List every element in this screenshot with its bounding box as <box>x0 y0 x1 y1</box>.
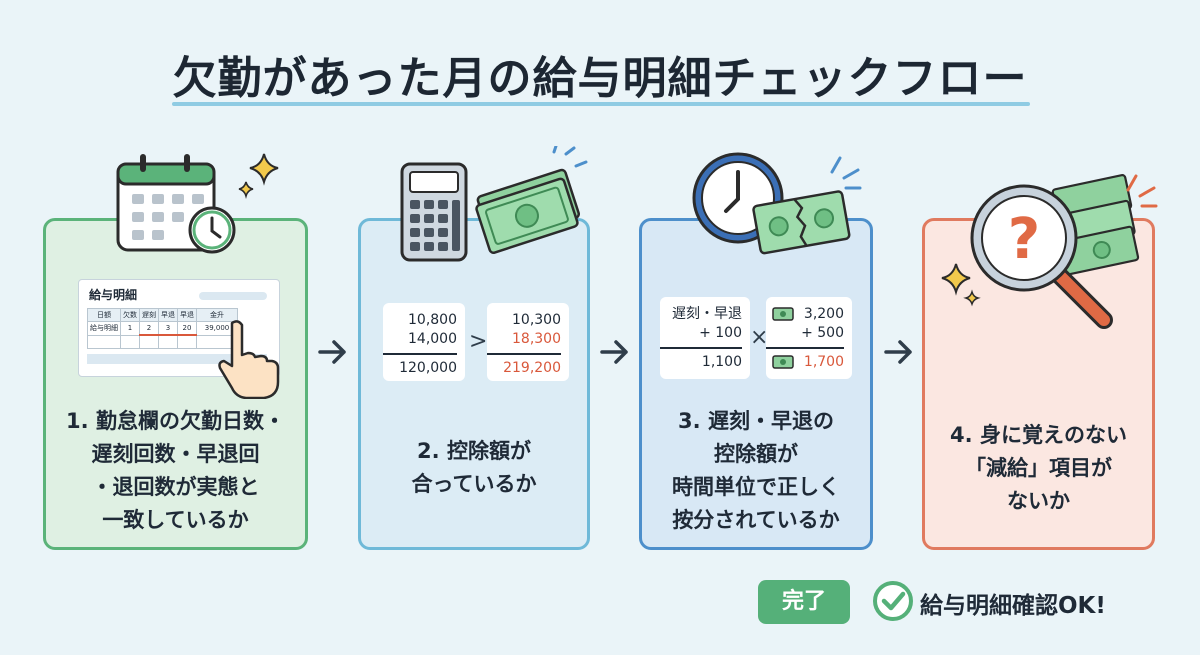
calendar-clock-icon <box>116 154 236 254</box>
cash-icon <box>772 307 794 321</box>
cash-icon <box>772 355 794 369</box>
done-badge: 完了 <box>758 580 850 624</box>
step-2-card: 10,800 14,000 120,000 > 10,300 18,300 21… <box>358 218 590 550</box>
step-2-line: 合っているか <box>411 472 537 496</box>
value-total: 219,200 <box>487 353 561 378</box>
step-1-line: 一致しているか <box>102 508 249 532</box>
arrow-right-icon <box>318 340 346 364</box>
page-title: 欠勤があった月の給与明細チェックフロー <box>172 53 1028 104</box>
step-3-line: 按分されているか <box>672 508 840 532</box>
value: 10,800 <box>408 312 457 328</box>
value: 14,000 <box>408 331 457 347</box>
sparkle-icon <box>941 263 981 307</box>
payslip-header: 欠数 <box>120 308 140 322</box>
step-1-line: 遅刻回数・早退回 <box>91 442 260 466</box>
payslip-cell <box>177 334 197 349</box>
arrow-right-icon <box>884 340 912 364</box>
payslip-cell: 3 <box>158 321 178 336</box>
payslip-header: 早退 <box>177 308 197 322</box>
step-1-label: 1. 勤怠欄の欠勤日数・ 遅刻回数・早退回 ・退回数が実態と 一致しているか <box>46 405 305 537</box>
calculator-icon <box>400 162 468 262</box>
step-1-line: ・退回数が実態と <box>91 475 260 499</box>
step-4-line: 4. 身に覚えのない <box>950 423 1127 447</box>
value: 遅刻・早退 <box>672 306 742 322</box>
magnifier-question-icon: ? <box>970 184 1113 329</box>
step-1-line: 1. 勤怠欄の欠勤日数・ <box>66 409 285 433</box>
step-2-label: 2. 控除額が 合っているか <box>361 435 587 501</box>
value-total: 1,700 <box>766 347 844 372</box>
step-3-line: 3. 遅刻・早退の <box>678 409 834 433</box>
step-1-card: 給与明細 日額 欠数 遅刻 早退 早退 金升 給与明細 1 2 3 20 39,… <box>43 218 308 550</box>
motion-lines-icon <box>830 156 862 190</box>
step-3-left-box: 遅刻・早退 + 100 1,100 <box>660 297 750 379</box>
step-3-right-box: 3,200 + 500 1,700 <box>766 297 852 379</box>
step-4-line: ないか <box>1007 489 1070 513</box>
value: + 500 <box>801 325 844 341</box>
arrow-right-icon <box>600 340 628 364</box>
payslip-table: 日額 欠数 遅刻 早退 早退 金升 給与明細 1 2 3 20 39,000 <box>87 308 238 349</box>
payslip-cell: 給与明細 <box>87 321 121 336</box>
value: 3,200 <box>803 306 844 322</box>
sparkle-icon <box>238 153 279 200</box>
step-3-card: 遅刻・早退 + 100 1,100 × 3,200 + 500 1,700 3.… <box>639 218 873 550</box>
payslip-title: 給与明細 <box>89 288 138 302</box>
money-stack-icon <box>1051 174 1140 276</box>
greater-than-operator: > <box>469 329 488 354</box>
step-2-left-box: 10,800 14,000 120,000 <box>383 303 465 381</box>
payslip-footer-bar <box>87 354 267 364</box>
step-4-label: 4. 身に覚えのない 「減給」項目が ないか <box>925 419 1152 518</box>
step-2-right-box: 10,300 18,300 219,200 <box>487 303 569 381</box>
value: + 100 <box>699 325 742 341</box>
payslip-cell: 1 <box>120 321 140 336</box>
payslip-cell: 2 <box>139 321 159 336</box>
payslip-cell <box>139 334 159 349</box>
step-3-line: 控除額が <box>714 442 798 466</box>
value-total: 120,000 <box>383 353 457 378</box>
pointing-hand-icon <box>218 320 280 399</box>
check-circle-icon <box>873 581 913 621</box>
payslip-header: 早退 <box>158 308 178 322</box>
payslip-cell <box>120 334 140 349</box>
payslip-cell <box>158 334 178 349</box>
payslip-bar <box>199 292 267 300</box>
torn-money-icon <box>752 190 851 255</box>
step-3-label: 3. 遅刻・早退の 控除額が 時間単位で正しく 按分されているか <box>642 405 870 537</box>
value: 18,300 <box>512 331 561 347</box>
step-3-line: 時間単位で正しく <box>672 475 840 499</box>
payslip-illustration: 給与明細 日額 欠数 遅刻 早退 早退 金升 給与明細 1 2 3 20 39,… <box>78 279 280 377</box>
svg-text:?: ? <box>1008 207 1040 272</box>
payslip-cell: 20 <box>177 321 197 336</box>
title-underline <box>172 102 1030 106</box>
payslip-header: 日額 <box>87 308 121 322</box>
value-total: 1,100 <box>660 347 742 372</box>
money-bills-icon <box>475 146 588 254</box>
payslip-header: 金升 <box>196 308 238 322</box>
payslip-cell <box>87 334 121 349</box>
confirmation-ok-text: 給与明細確認OK! <box>920 593 1106 619</box>
motion-lines-icon <box>1126 174 1158 208</box>
step-2-line: 2. 控除額が <box>417 439 531 463</box>
value: 10,300 <box>512 312 561 328</box>
step-4-line: 「減給」項目が <box>965 456 1112 480</box>
payslip-header: 遅刻 <box>139 308 159 322</box>
multiply-operator: × <box>750 325 769 350</box>
